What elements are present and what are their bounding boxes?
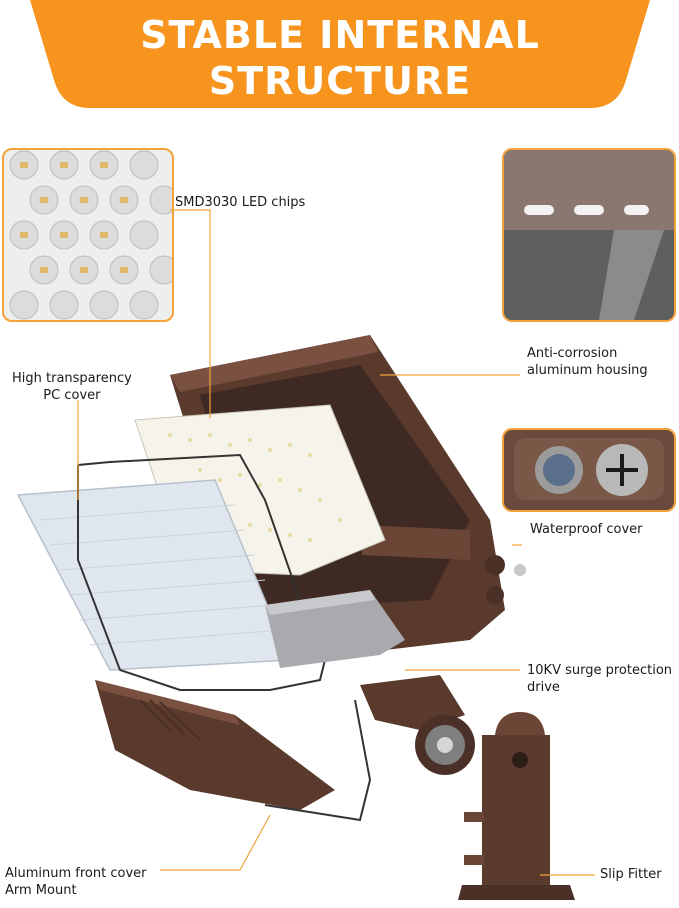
front-cover-illustration: [95, 680, 372, 822]
label-front-cover-line1: Aluminum front cover: [5, 866, 147, 881]
label-housing-line1: Anti-corrosion: [527, 346, 618, 361]
waterproof-inset: [502, 428, 676, 512]
housing-inset: [502, 148, 676, 322]
banner-title-line1: STABLE INTERNAL: [140, 13, 540, 57]
led-chips-inset: [2, 148, 174, 322]
title-banner: STABLE INTERNAL STRUCTURE: [30, 0, 650, 110]
label-housing: Anti-corrosion aluminum housing: [527, 345, 648, 379]
label-surge-line2: drive: [527, 680, 560, 695]
waterproof-closeup: [514, 438, 664, 500]
led-chips-closeup: [9, 150, 172, 320]
label-led-chips: SMD3030 LED chips: [175, 195, 306, 210]
label-pc-cover: High transparency PC cover: [12, 370, 132, 404]
label-slip-fitter: Slip Fitter: [600, 867, 662, 882]
banner-title-line2: STRUCTURE: [208, 59, 472, 103]
label-surge-drive: 10KV surge protection drive: [527, 662, 672, 696]
label-waterproof: Waterproof cover: [530, 522, 643, 537]
housing-closeup: [504, 150, 674, 320]
banner-title: STABLE INTERNAL STRUCTURE: [30, 12, 650, 104]
label-pc-cover-line1: High transparency: [12, 371, 132, 386]
surge-driver-illustration: [265, 590, 405, 668]
label-surge-line1: 10KV surge protection: [527, 663, 673, 678]
label-front-cover-line2: Arm Mount: [5, 883, 77, 898]
slip-fitter-illustration: [458, 712, 575, 900]
label-pc-cover-line2: PC cover: [43, 388, 101, 403]
label-housing-line2: aluminum housing: [527, 363, 648, 378]
banner-shape: [30, 0, 650, 108]
label-front-cover: Aluminum front cover Arm Mount: [5, 865, 147, 899]
arm-mount-illustration: [360, 675, 475, 775]
